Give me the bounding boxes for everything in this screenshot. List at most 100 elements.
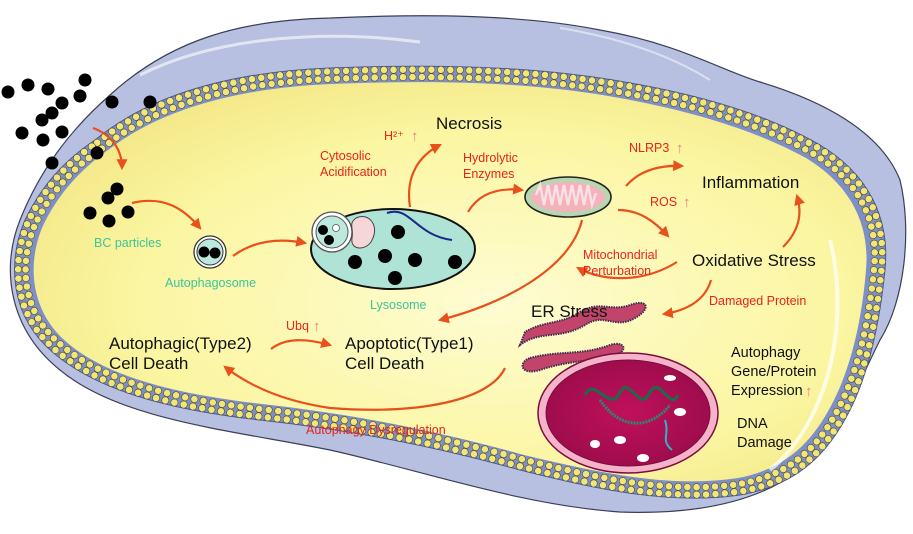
phospholipid-head bbox=[706, 108, 715, 117]
phospholipid-head bbox=[321, 413, 330, 422]
phospholipid-head bbox=[493, 67, 502, 76]
phospholipid-head bbox=[221, 88, 230, 96]
phospholipid-head bbox=[397, 426, 405, 435]
phospholipid-head bbox=[331, 414, 339, 423]
phospholipid-head bbox=[198, 404, 207, 413]
phospholipid-head bbox=[183, 90, 192, 99]
phospholipid-head bbox=[15, 283, 24, 292]
phospholipid-head bbox=[742, 119, 750, 128]
pathway-arrows bbox=[92, 126, 805, 411]
phospholipid-head bbox=[855, 348, 864, 357]
phospholipid-head bbox=[36, 195, 45, 204]
autophagic-cell-death-label-line1: Autophagic(Type2) bbox=[109, 334, 252, 353]
phospholipid-head bbox=[616, 80, 624, 89]
phospholipid-head bbox=[443, 436, 452, 445]
dna-damage-label-line1: DNA bbox=[737, 416, 768, 432]
autophagosome-organelle bbox=[193, 235, 227, 269]
phospholipid-head bbox=[255, 404, 264, 413]
phospholipid-head bbox=[878, 257, 886, 266]
phospholipid-head bbox=[823, 423, 832, 432]
phospholipid-head bbox=[490, 447, 499, 456]
phospholipid-head bbox=[415, 430, 424, 438]
phospholipid-head bbox=[27, 299, 35, 307]
phospholipid-head bbox=[351, 74, 360, 82]
phospholipid-head bbox=[136, 381, 145, 390]
phospholipid-head bbox=[320, 420, 329, 429]
phospholipid-head bbox=[662, 89, 671, 98]
phospholipid-head bbox=[840, 391, 849, 400]
phospholipid-head bbox=[368, 421, 377, 429]
up-arrow-icon: ↑ bbox=[676, 140, 684, 157]
phospholipid-head bbox=[853, 357, 861, 366]
phospholipid-head bbox=[116, 122, 124, 131]
phospholipid-head bbox=[867, 332, 876, 340]
mitochondrial-perturbation-label-line1: Mitochondrial bbox=[583, 248, 657, 262]
phospholipid-head bbox=[361, 73, 370, 82]
phospholipid-head bbox=[286, 77, 295, 86]
phospholipid-head bbox=[207, 405, 216, 414]
phospholipid-head bbox=[423, 439, 432, 448]
phospholipid-head bbox=[386, 431, 395, 440]
phospholipid-head bbox=[784, 137, 793, 145]
arrow-autophagic-to-apoptotic bbox=[270, 337, 333, 350]
phospholipid-head bbox=[64, 171, 73, 180]
phospholipid-head bbox=[697, 105, 706, 114]
arrow-oxidative-to-er bbox=[661, 279, 713, 319]
phospholipid-head bbox=[166, 97, 175, 105]
phospholipid-head bbox=[370, 66, 379, 74]
inflammation-label: Inflammation bbox=[702, 173, 799, 192]
phospholipid-head bbox=[380, 73, 389, 82]
phospholipid-head bbox=[503, 68, 512, 76]
phospholipid-head bbox=[339, 423, 348, 432]
lysosome-label: Lysosome bbox=[370, 298, 427, 312]
phospholipid-head bbox=[446, 73, 455, 82]
phospholipid-head bbox=[27, 231, 35, 240]
phospholipid-head bbox=[830, 165, 839, 173]
phospholipid-head bbox=[793, 455, 802, 464]
phospholipid-head bbox=[135, 119, 144, 128]
phospholipid-head bbox=[708, 101, 717, 109]
phospholipid-head bbox=[739, 486, 748, 495]
phospholipid-head bbox=[63, 345, 72, 354]
phospholipid-head bbox=[127, 378, 136, 387]
phospholipid-head bbox=[531, 77, 539, 86]
phospholipid-head bbox=[267, 80, 276, 88]
phospholipid-head bbox=[665, 482, 673, 491]
mitochondrial-perturbation-label-line2: Perturbation bbox=[583, 264, 651, 278]
phospholipid-head bbox=[878, 248, 887, 257]
oxidative-stress-label: Oxidative Stress bbox=[692, 251, 816, 270]
phospholipid-head bbox=[80, 148, 89, 156]
phospholipid-head bbox=[66, 357, 75, 366]
phospholipid-head bbox=[195, 95, 203, 103]
phospholipid-head bbox=[30, 306, 39, 315]
phospholipid-head bbox=[38, 321, 47, 330]
phospholipid-head bbox=[646, 480, 655, 489]
phospholipid-head bbox=[93, 138, 102, 147]
phospholipid-head bbox=[442, 443, 450, 452]
phospholipid-head bbox=[679, 101, 688, 110]
phospholipid-head bbox=[245, 403, 254, 412]
phospholipid-head bbox=[562, 473, 570, 482]
phospholipid-head bbox=[44, 328, 52, 336]
phospholipid-head bbox=[853, 191, 862, 199]
phospholipid-head bbox=[349, 417, 358, 426]
autophagy-expression-label-line3: Expression bbox=[731, 383, 803, 399]
phospholipid-head bbox=[23, 220, 31, 229]
phospholipid-head bbox=[134, 388, 142, 397]
phospholipid-head bbox=[526, 457, 535, 466]
phospholipid-head bbox=[427, 65, 436, 74]
phospholipid-head bbox=[865, 303, 873, 311]
phospholipid-head bbox=[462, 440, 471, 449]
phospholipid-head bbox=[872, 212, 880, 220]
phospholipid-head bbox=[38, 207, 46, 216]
phospholipid-head bbox=[541, 71, 549, 79]
phospholipid-head bbox=[332, 74, 341, 83]
phospholipid-head bbox=[240, 84, 248, 93]
phospholipid-head bbox=[90, 371, 99, 380]
phospholipid-head bbox=[484, 67, 493, 75]
phospholipid-head bbox=[655, 489, 663, 497]
apoptotic-cell-death-label-line2: Cell Death bbox=[345, 354, 424, 373]
ros-label: ROS bbox=[650, 195, 677, 209]
autophagic-cell-death-label-line2: Cell Death bbox=[109, 354, 188, 373]
phospholipid-head bbox=[798, 461, 807, 470]
